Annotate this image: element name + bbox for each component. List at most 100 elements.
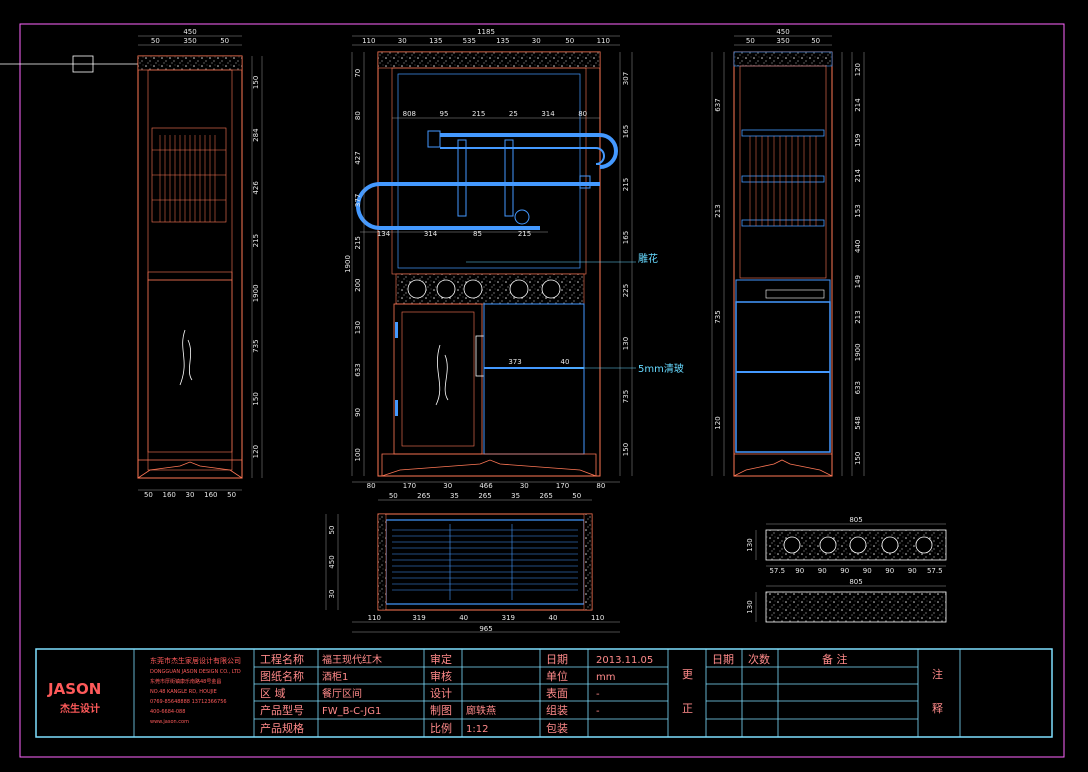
dim-label: 215 — [622, 178, 630, 191]
carving-label: 雕花 — [638, 252, 658, 265]
title-row-label2: 制图 — [430, 704, 452, 717]
dim-label: 150 — [252, 76, 260, 89]
dim-label: 110 — [362, 37, 375, 45]
dim-label: 120 — [252, 445, 260, 458]
company-info-line: www.jason.com — [150, 719, 189, 725]
company-info-line: 东莞市厚街镇康乐南路48号金昌 — [150, 678, 221, 685]
bottom-panel-detail — [755, 585, 947, 623]
title-row-label: 图纸名称 — [260, 669, 304, 683]
dim-label: 440 — [854, 240, 862, 253]
dim-label: 130 — [354, 321, 362, 334]
dim-label: 314 — [541, 110, 555, 118]
dim-label: 548 — [854, 416, 862, 429]
dim-label: 50 — [151, 37, 160, 45]
dim-label: 377 — [354, 194, 362, 207]
dim-label: 159 — [854, 134, 862, 147]
dim-label: 80 — [354, 111, 362, 120]
dim-label: 535 — [463, 37, 476, 45]
company-info-line: 东莞市杰生家居设计有限公司 — [150, 656, 241, 665]
glass-label: 5mm清玻 — [638, 362, 684, 375]
dim-label: 110 — [368, 614, 381, 622]
dim-label: 153 — [854, 204, 862, 217]
title-row-value2: 廊轶燕 — [466, 704, 496, 717]
dim-label: 85 — [473, 230, 482, 238]
title-row-label: 工程名称 — [260, 652, 304, 666]
dim-label: 735 — [714, 310, 722, 323]
dim-label: 30 — [328, 590, 336, 599]
dim-label: 160 — [204, 491, 217, 499]
title-right-label: 表面 — [546, 686, 568, 700]
dim-label: 265 — [478, 492, 491, 500]
dim-label: 1185 — [477, 28, 495, 36]
side-view-right — [711, 35, 865, 477]
side-view-left — [137, 35, 263, 491]
dim-label: 134 — [377, 230, 391, 238]
dim-label: 40 — [561, 358, 570, 366]
dim-label: 1900 — [252, 284, 260, 302]
dim-label: 215 — [354, 236, 362, 249]
title-row-label: 区 域 — [260, 687, 286, 700]
company-logo-sub: 杰生设计 — [60, 702, 100, 715]
dim-label: 80 — [596, 482, 605, 490]
title-row-label2: 审核 — [430, 669, 452, 683]
dim-label: 30 — [520, 482, 529, 490]
dim-label: 50 — [572, 492, 581, 500]
dim-label: 110 — [591, 614, 604, 622]
dim-label: 307 — [622, 72, 630, 85]
dim-label: 214 — [854, 168, 862, 182]
note-label-2: 释 — [932, 702, 943, 715]
dim-label: 633 — [854, 381, 862, 394]
title-row-value: FW_B-C-JG1 — [322, 706, 381, 717]
dim-label: 50 — [389, 492, 398, 500]
title-row-label: 产品规格 — [260, 721, 304, 735]
dim-label: 50 — [144, 491, 153, 499]
dim-label: 427 — [354, 151, 362, 164]
rev-header-count: 次数 — [748, 652, 770, 666]
dim-label: 130 — [622, 337, 630, 350]
dim-label: 50 — [220, 37, 229, 45]
title-row-value: 福王现代红木 — [322, 653, 382, 666]
dim-label: 319 — [502, 614, 515, 622]
dim-label: 95 — [440, 110, 449, 118]
dim-label: 215 — [472, 110, 485, 118]
dim-label: 90 — [908, 567, 917, 575]
dim-label: 30 — [398, 37, 407, 45]
title-row-label: 产品型号 — [260, 703, 304, 717]
title-right-label: 包装 — [546, 722, 568, 735]
title-row-label2: 比例 — [430, 721, 452, 735]
dim-label: 135 — [429, 37, 442, 45]
dim-label: 213 — [714, 204, 722, 217]
carved-panel-detail — [755, 523, 947, 567]
dim-label: 57.5 — [769, 567, 785, 575]
dim-label: 165 — [622, 125, 630, 138]
dim-label: 90 — [840, 567, 849, 575]
dim-label: 373 — [508, 358, 521, 366]
rev-header-remark: 备 注 — [822, 652, 848, 666]
dim-label: 30 — [443, 482, 452, 490]
dim-label: 805 — [849, 578, 862, 586]
dim-label: 90 — [885, 567, 894, 575]
dim-label: 50 — [227, 491, 236, 499]
dim-label: 50 — [746, 37, 755, 45]
title-block — [35, 648, 1053, 738]
title-row-label2: 审定 — [430, 652, 452, 666]
dim-label: 808 — [403, 110, 416, 118]
dim-label: 80 — [578, 110, 587, 118]
dim-label: 135 — [496, 37, 509, 45]
title-right-value: - — [596, 689, 600, 700]
dim-label: 120 — [854, 63, 862, 76]
dim-label: 450 — [776, 28, 789, 36]
dim-label: 214 — [854, 98, 862, 112]
title-right-value: - — [596, 706, 600, 717]
dim-label: 90 — [354, 408, 362, 417]
dim-label: 200 — [354, 279, 362, 292]
change-label-1: 更 — [682, 668, 693, 681]
dim-label: 35 — [450, 492, 459, 500]
dim-label: 314 — [424, 230, 438, 238]
dim-label: 30 — [532, 37, 541, 45]
dim-label: 130 — [746, 538, 754, 551]
